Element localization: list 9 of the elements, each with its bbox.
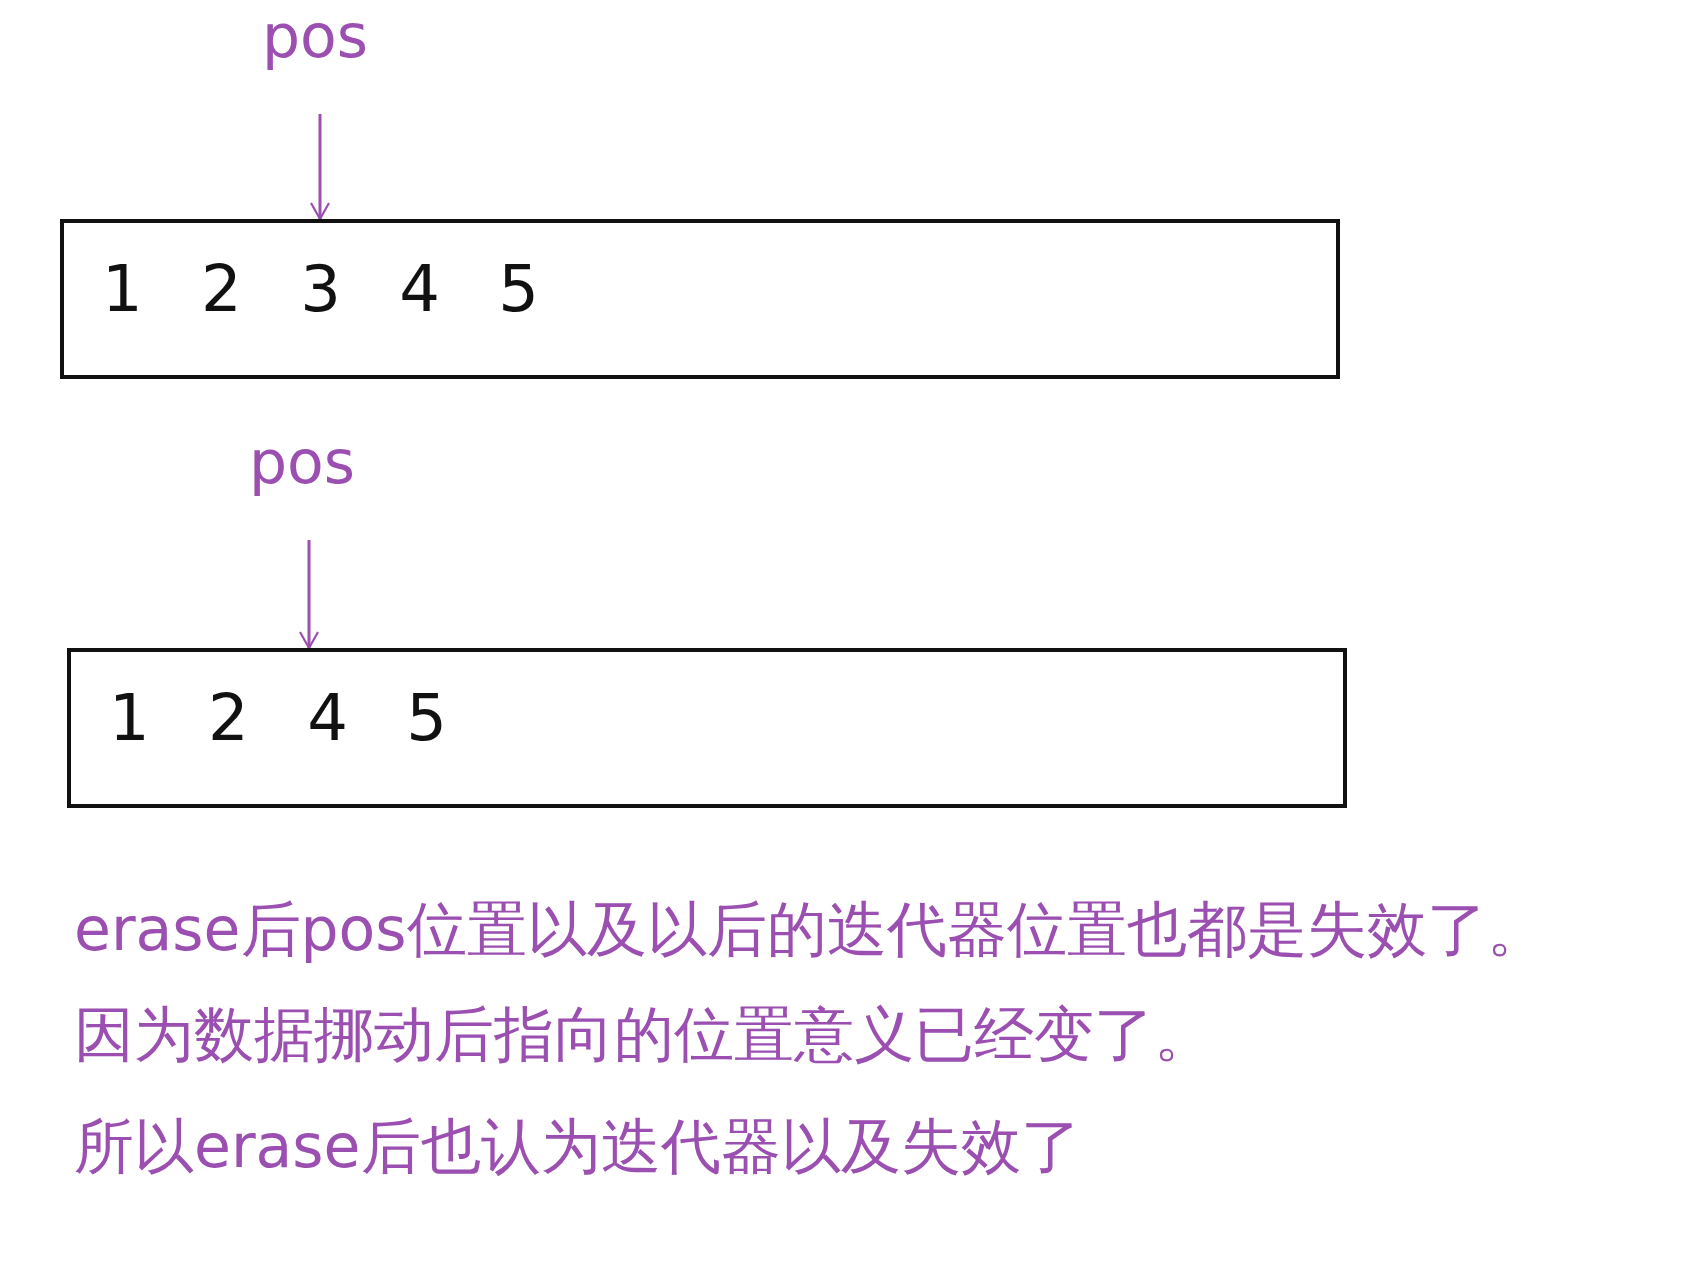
note-text: 因为数据挪动后指向的位置意义已经变了。 xyxy=(74,1001,1214,1067)
arrow xyxy=(309,114,331,221)
array-box xyxy=(67,648,1347,808)
note-text: erase后pos位置以及以后的迭代器位置也都是失效了。 xyxy=(74,896,1547,962)
arrow xyxy=(298,540,320,650)
element-values: 1 2 4 5 xyxy=(109,686,447,750)
note-text: 所以erase后也认为迭代器以及失效了 xyxy=(74,1113,1081,1179)
element-values: 1 2 3 4 5 xyxy=(102,257,539,321)
array-box xyxy=(60,219,1340,379)
